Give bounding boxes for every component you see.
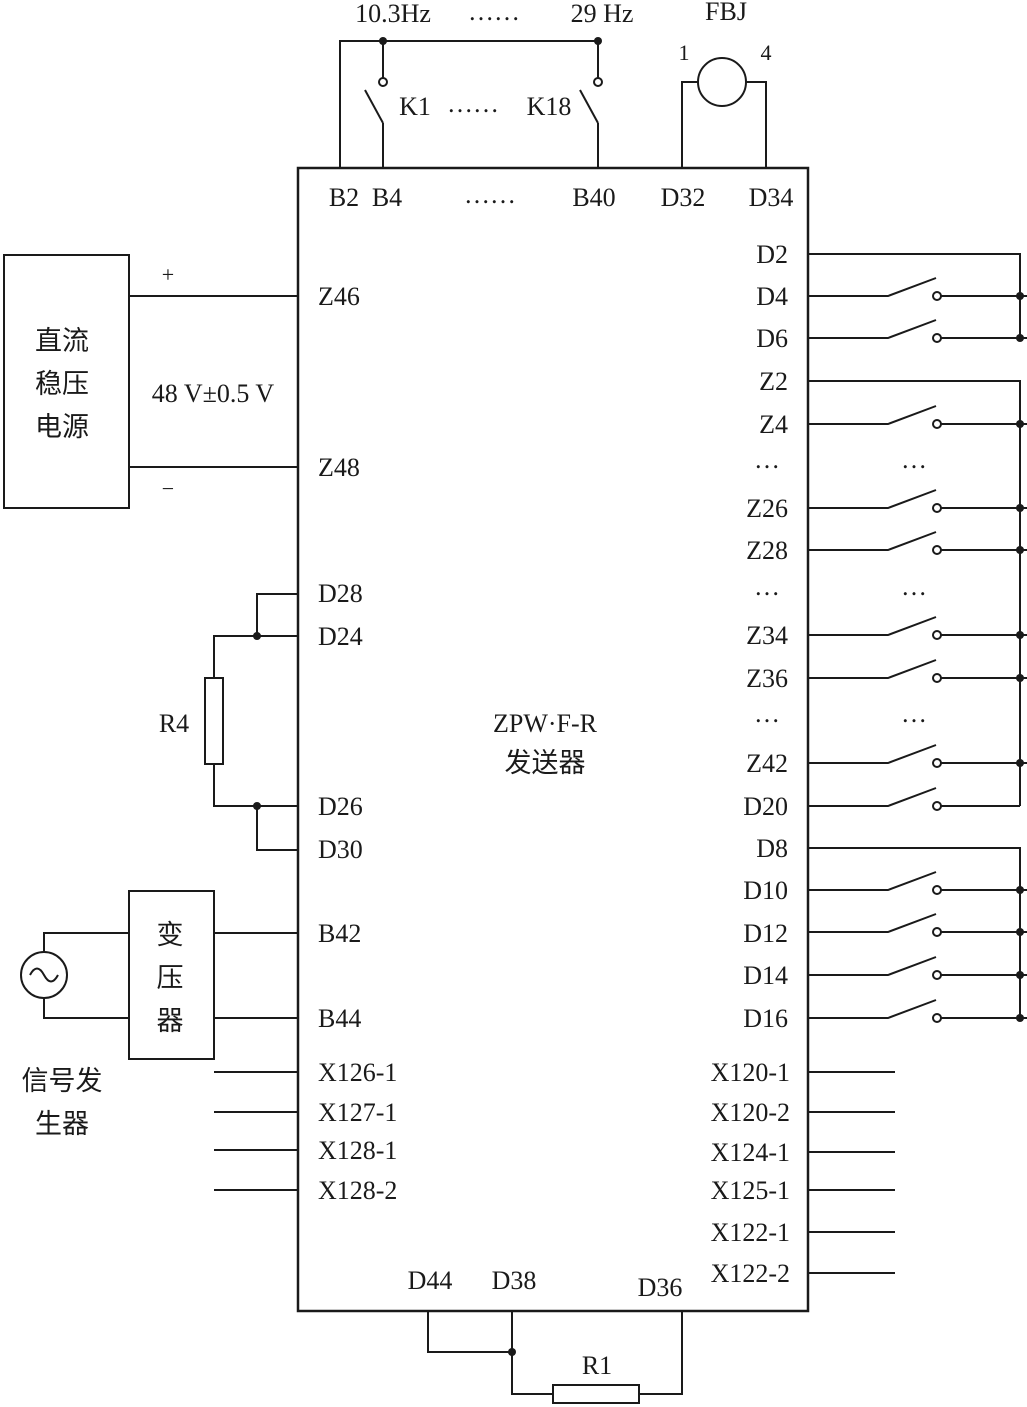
svg-text:Z36: Z36 [746,664,788,693]
svg-text:电源: 电源 [35,412,89,443]
svg-text:稳压: 稳压 [35,369,89,400]
svg-text:直流: 直流 [35,326,89,357]
right-terminal-labels: D2 D4 D6 Z2 Z4 … Z26 Z28 … Z34 Z36 … Z42… [743,240,788,1033]
voltage-label: 48 V±0.5 V [152,379,275,408]
terminal-x120-1: X120-1 [711,1058,790,1087]
svg-text:D6: D6 [756,324,788,353]
right-switch-group-2 [808,380,1027,811]
switch-label-k1: K1 [399,92,431,121]
terminal-d32: D32 [661,183,706,212]
svg-text:Z4: Z4 [759,410,788,439]
svg-text:Z34: Z34 [746,621,788,650]
freq-label-last: 29 Hz [571,0,634,28]
svg-text:D20: D20 [743,792,788,821]
svg-text:Z26: Z26 [746,494,788,523]
switch-label-dots: …… [447,89,499,118]
terminal-z46: Z46 [318,282,360,311]
terminal-d36: D36 [638,1273,683,1302]
terminal-d28: D28 [318,579,363,608]
terminal-x125-1: X125-1 [711,1176,790,1205]
terminal-x128-2: X128-2 [318,1176,397,1205]
terminal-x120-2: X120-2 [711,1098,790,1127]
transmitter-name: 发送器 [505,748,586,779]
svg-text:变: 变 [157,920,184,951]
svg-text:Z42: Z42 [746,749,788,778]
plus-sign: + [162,262,174,287]
right-switch-group-1 [808,253,1027,343]
svg-text:D16: D16 [743,1004,788,1033]
svg-text:D12: D12 [743,919,788,948]
terminal-x128-1: X128-1 [318,1136,397,1165]
svg-text:压: 压 [157,963,184,994]
svg-text:…: … [754,699,780,728]
terminal-x124-1: X124-1 [711,1138,790,1167]
terminal-x127-1: X127-1 [318,1098,397,1127]
svg-text:D8: D8 [756,834,788,863]
switch-label-k18: K18 [527,92,572,121]
svg-text:…: … [754,572,780,601]
terminal-b44: B44 [318,1004,361,1033]
fbj-label: FBJ [705,0,747,26]
terminal-x122-1: X122-1 [711,1218,790,1247]
svg-text:D10: D10 [743,876,788,905]
resistor-r1-label: R1 [582,1351,612,1380]
transmitter-box [296,166,810,1313]
switch-dots-2: … [901,572,927,601]
terminal-z48: Z48 [318,453,360,482]
svg-text:D14: D14 [743,961,788,990]
terminal-b4: B4 [372,183,402,212]
terminal-x126-1: X126-1 [318,1058,397,1087]
dc-power-supply: 直流 稳压 电源 + − 48 V±0.5 V [3,254,298,509]
svg-text:Z28: Z28 [746,536,788,565]
terminal-d26: D26 [318,792,363,821]
freq-label-dots: …… [468,0,520,26]
terminal-b2: B2 [329,183,359,212]
fbj-pin-4: 4 [761,40,772,65]
svg-text:D4: D4 [756,282,788,311]
siggen-label-2: 生器 [35,1109,89,1140]
transformer: 变 压 器 [128,890,298,1060]
terminal-d34: D34 [749,183,794,212]
terminal-d24: D24 [318,622,363,651]
terminal-b42: B42 [318,919,361,948]
r4-network: R4 [159,593,298,851]
resistor-r4-label: R4 [159,709,189,738]
fbj-relay: FBJ 1 4 [679,0,772,168]
terminal-d38: D38 [492,1266,537,1295]
freq-label-first: 10.3Hz [355,0,431,28]
terminal-d44: D44 [408,1266,453,1295]
signal-generator: 信号发 生器 [20,932,129,1140]
frequency-switch-group: 10.3Hz …… 29 Hz K1 …… K18 [339,0,634,168]
transmitter-model: ZPW·F-R [493,709,598,738]
minus-sign: − [162,476,174,501]
svg-text:D2: D2 [756,240,788,269]
switch-dots-1: … [901,445,927,474]
svg-text:器: 器 [157,1006,184,1037]
right-switch-group-3 [808,847,1027,1023]
siggen-label-1: 信号发 [22,1066,103,1097]
r1-network: R1 [427,1311,683,1404]
svg-text:Z2: Z2 [759,367,788,396]
fbj-pin-1: 1 [679,40,690,65]
terminal-b40: B40 [572,183,615,212]
svg-text:…: … [754,445,780,474]
switch-dots-3: … [901,699,927,728]
terminal-d30: D30 [318,835,363,864]
terminal-x122-2: X122-2 [711,1259,790,1288]
terminal-dots: …… [464,180,516,209]
